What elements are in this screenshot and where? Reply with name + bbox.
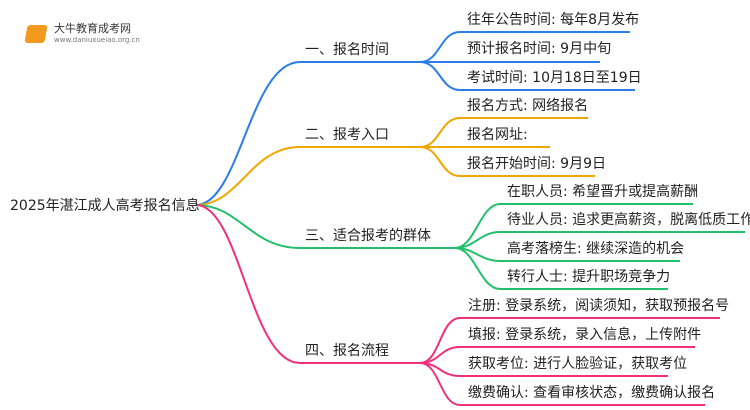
branch-1-lines bbox=[195, 31, 635, 206]
leaf: 填报: 登录系统，录入信息，上传附件 bbox=[468, 327, 702, 343]
leaf: 报名开始时间: 9月9日 bbox=[467, 156, 606, 172]
root-topic: 2025年湛江成人高考报名信息 bbox=[10, 198, 200, 214]
branch-label: 三、适合报考的群体 bbox=[305, 228, 431, 244]
logo-url: www.daniuxueiao.org.cn bbox=[54, 36, 140, 44]
leaf: 往年公告时间: 每年8月发布 bbox=[467, 12, 640, 28]
leaf: 报名方式: 网络报名 bbox=[467, 98, 589, 114]
leaf: 报名网址: bbox=[467, 127, 528, 143]
leaf: 转行人士: 提升职场竞争力 bbox=[507, 269, 671, 285]
branch-3-lines bbox=[195, 203, 745, 290]
branch-label: 二、报考入口 bbox=[305, 127, 389, 143]
branch-label: 四、报名流程 bbox=[305, 343, 389, 359]
logo-name: 大牛教育成考网 bbox=[54, 22, 131, 35]
leaf: 缴费确认: 查看审核状态，缴费确认报名 bbox=[468, 385, 716, 401]
leaf: 待业人员: 追求更高薪资，脱离低质工作 bbox=[507, 212, 750, 228]
leaf: 获取考位: 进行人脸验证，获取考位 bbox=[468, 356, 688, 372]
leaf: 预计报名时间: 9月中旬 bbox=[467, 41, 612, 57]
branch-label: 一、报名时间 bbox=[305, 42, 389, 58]
leaf: 在职人员: 希望晋升或提高薪酬 bbox=[507, 184, 699, 200]
branch-4-lines bbox=[195, 204, 720, 406]
leaf: 注册: 登录系统，阅读须知，获取预报名号 bbox=[468, 298, 730, 314]
leaf: 考试时间: 10月18日至19日 bbox=[467, 70, 642, 86]
branch-2-lines bbox=[195, 117, 595, 206]
leaf: 高考落榜生: 继续深造的机会 bbox=[507, 241, 685, 257]
